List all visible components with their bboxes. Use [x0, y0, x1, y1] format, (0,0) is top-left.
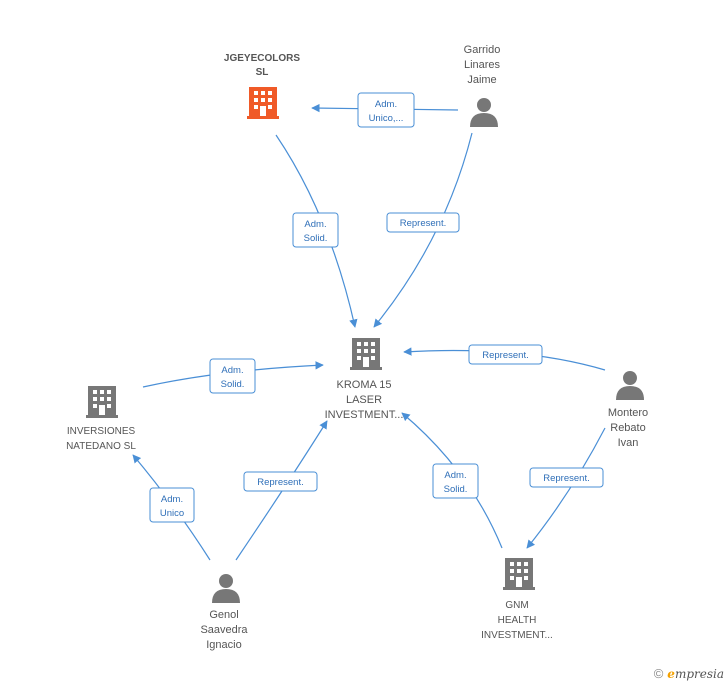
node-label-line: JGEYECOLORS	[224, 53, 300, 64]
edge-label-line: Represent.	[543, 473, 589, 484]
node-gnm[interactable]: GNM HEALTH INVESTMENT...	[481, 558, 553, 641]
svg-text:Adm.Unico: Adm. Unico	[160, 494, 184, 519]
brand-logo: empresia	[667, 667, 724, 681]
footer-brand[interactable]: ©empresia	[654, 666, 724, 681]
brand-initial: e	[667, 667, 675, 681]
edge-label-line: Adm.	[444, 470, 466, 481]
edge-label-line: Solid.	[304, 233, 328, 244]
node-label-line: Ignacio	[206, 639, 241, 651]
node-label-line: Linares	[464, 59, 501, 71]
building-icon	[503, 558, 535, 590]
svg-text:Represent.: Represent.	[543, 473, 589, 484]
brand-name: mpresia	[674, 667, 724, 681]
edge-label-line: Adm.	[221, 365, 243, 376]
edge-label-genol-kroma[interactable]: Represent.	[243, 471, 318, 492]
edge-label-inversiones-kroma[interactable]: Adm. Solid.	[209, 358, 256, 394]
node-label-line: Garrido	[464, 44, 501, 56]
node-label-line: Saavedra	[200, 624, 248, 636]
node-label-line: HEALTH	[498, 615, 537, 626]
building-icon	[86, 386, 118, 418]
edge-label-line: Solid.	[221, 379, 245, 390]
node-label-line: NATEDANO SL	[66, 441, 136, 452]
building-icon	[350, 338, 382, 370]
svg-text:Represent.: Represent.	[257, 477, 303, 488]
person-icon	[470, 98, 498, 127]
node-label-line: INVESTMENT...	[481, 630, 553, 641]
edge-label-montero-kroma[interactable]: Represent.	[468, 344, 543, 365]
node-kroma[interactable]: KROMA 15 LASER INVESTMENT...	[325, 338, 404, 421]
node-label-line: KROMA 15	[336, 379, 391, 391]
node-label-line: LASER	[346, 394, 382, 406]
svg-text:Adm.Unico,...: Adm. Unico,...	[369, 99, 404, 124]
node-label-line: Genol	[209, 609, 238, 621]
edge-label-line: Represent.	[482, 350, 528, 361]
edge-label-line: Represent.	[257, 477, 303, 488]
node-label-line: INVERSIONES	[67, 426, 136, 437]
svg-text:Adm.Solid.: Adm. Solid.	[444, 470, 468, 495]
edge-label-garrido-kroma[interactable]: Represent.	[386, 212, 460, 233]
svg-text:Adm.Solid.: Adm. Solid.	[221, 365, 245, 390]
copyright-symbol: ©	[653, 666, 664, 681]
edge-label-line: Adm.	[375, 99, 397, 110]
edge-label-line: Adm.	[304, 219, 326, 230]
node-label-line: Ivan	[618, 437, 639, 449]
node-label-line: Jaime	[467, 74, 496, 86]
edge-label-line: Adm.	[161, 494, 183, 505]
node-label-line: Montero	[608, 407, 648, 419]
node-label-line: SL	[256, 67, 269, 78]
edge-label-gnm-kroma[interactable]: Adm. Solid.	[432, 463, 479, 499]
edge-label-garrido-jgeyecolors[interactable]: Adm. Unico,...	[357, 92, 415, 128]
svg-text:Represent.: Represent.	[400, 218, 446, 229]
edge-label-line: Unico	[160, 508, 184, 519]
edges-layer	[132, 103, 606, 561]
person-icon	[212, 574, 240, 603]
node-label-line: Rebato	[610, 422, 645, 434]
svg-text:Adm.Solid.: Adm. Solid.	[304, 219, 328, 244]
edge-label-line: Unico,...	[369, 113, 404, 124]
edge-label-line: Represent.	[400, 218, 446, 229]
edge-label-montero-gnm[interactable]: Represent.	[529, 467, 604, 488]
edge-label-jgeyecolors-kroma[interactable]: Adm. Solid.	[292, 212, 339, 248]
edge-label-genol-inversiones[interactable]: Adm. Unico	[149, 487, 195, 523]
node-jgeyecolors[interactable]: JGEYECOLORS SL	[224, 53, 300, 119]
svg-text:Represent.: Represent.	[482, 350, 528, 361]
node-inversiones[interactable]: INVERSIONES NATEDANO SL	[66, 386, 136, 452]
node-label-line: INVESTMENT...	[325, 409, 404, 421]
edge-line-montero-gnm	[526, 427, 606, 549]
edge-line-garrido-kroma	[373, 132, 473, 328]
node-label-line: GNM	[505, 600, 528, 611]
person-icon	[616, 371, 644, 400]
edge-label-line: Solid.	[444, 484, 468, 495]
building-icon	[247, 87, 279, 119]
